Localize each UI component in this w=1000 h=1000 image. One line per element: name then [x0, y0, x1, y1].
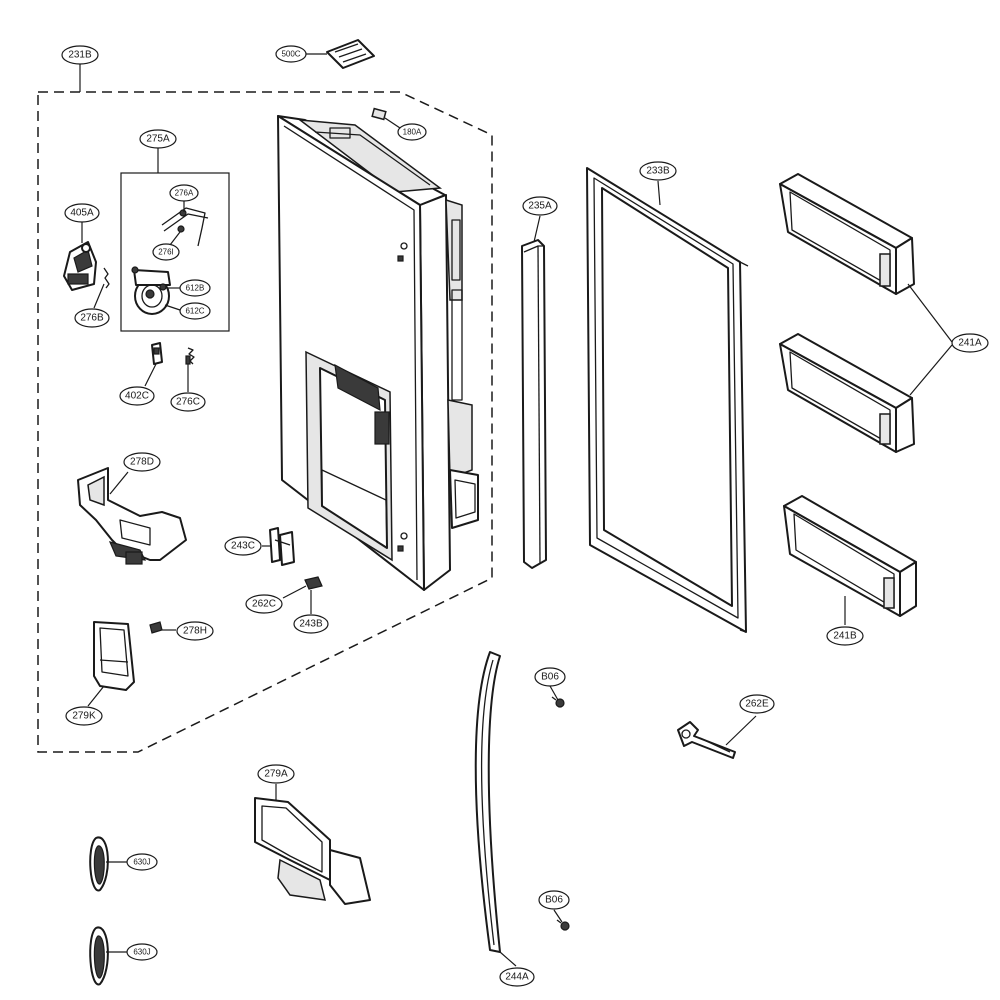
callout-label: 241B [833, 631, 857, 642]
callout-b06-lower: B06 [538, 890, 570, 910]
callout-label: 279K [72, 711, 96, 722]
door-bin-241a-middle [779, 333, 915, 453]
spring-276c [185, 347, 195, 365]
callout-241a: 241A [951, 333, 989, 353]
gear-cam-612 [131, 266, 171, 315]
grommet-630j-upper [89, 836, 109, 892]
callout-233b: 233B [639, 161, 677, 181]
screw-b06-lower [556, 919, 570, 931]
callout-label: 402C [125, 391, 149, 402]
small-clip-180a [371, 107, 387, 121]
clip-262c [304, 576, 323, 590]
callout-262c: 262C [245, 594, 283, 614]
chute-housing-278d [77, 467, 187, 565]
callout-label: 500C [281, 50, 300, 59]
callout-276i: 276I [152, 243, 180, 261]
callout-262e: 262E [739, 694, 775, 714]
door-bin-241b [783, 495, 917, 617]
spring-278h [149, 621, 163, 634]
bracket-243c [269, 527, 295, 566]
callout-label: 278H [183, 626, 207, 637]
actuator-405a [63, 241, 97, 291]
door-panel [277, 115, 479, 591]
callout-278h: 278H [176, 621, 214, 641]
wrench-tool-262e [677, 721, 736, 759]
callout-label: 276A [175, 189, 194, 198]
callout-label: 630J [133, 858, 150, 867]
cover-279k [93, 621, 135, 691]
screw-b06-upper [551, 696, 565, 708]
callout-label: 276C [176, 397, 200, 408]
door-bin-241a-top [779, 173, 915, 295]
callout-label: 278D [130, 457, 154, 468]
door-handle-244a [474, 651, 501, 953]
door-assembly-boundary [37, 91, 493, 753]
wire-spring-276a [161, 207, 209, 247]
callout-180a: 180A [397, 123, 427, 141]
callout-label: 243B [299, 619, 323, 630]
callout-241b: 241B [826, 626, 864, 646]
callout-630j-lower: 630J [126, 943, 158, 961]
callout-244a: 244A [499, 967, 535, 987]
gasket-strip-235a [521, 239, 547, 569]
callout-500c: 500C [275, 45, 307, 63]
callout-label: 243C [231, 541, 255, 552]
callout-label: 276I [158, 248, 174, 257]
leader-lines [79, 53, 953, 967]
callout-label: 233B [646, 166, 670, 177]
callout-276c: 276C [170, 392, 206, 412]
callout-label: 612C [185, 307, 204, 316]
callout-label: 231B [68, 50, 92, 61]
callout-label: 241A [958, 338, 982, 349]
callout-b06-upper: B06 [534, 667, 566, 687]
callout-label: 612B [186, 284, 205, 293]
door-gasket-233b [586, 167, 749, 633]
callout-label: B06 [541, 672, 559, 683]
callout-405a: 405A [64, 203, 100, 223]
callout-label: 180A [403, 128, 422, 137]
callout-276a: 276A [169, 184, 199, 202]
callout-label: 235A [528, 201, 552, 212]
callout-279k: 279K [65, 706, 103, 726]
callout-label: 279A [264, 769, 288, 780]
callout-label: 276B [80, 313, 104, 324]
callout-label: 405A [70, 208, 94, 219]
callout-275a: 275A [139, 129, 177, 149]
callout-231b: 231B [61, 45, 99, 65]
callout-243b: 243B [293, 614, 329, 634]
callout-612c: 612C [179, 302, 211, 320]
grommet-630j-lower [89, 926, 109, 986]
callout-label: 275A [146, 134, 170, 145]
callout-402c: 402C [119, 386, 155, 406]
callout-279a: 279A [257, 764, 295, 784]
callout-label: 244A [505, 972, 529, 983]
dispenser-cover-279a [254, 797, 371, 905]
callout-612b: 612B [179, 279, 211, 297]
spring-276b [103, 267, 110, 289]
callout-276b: 276B [74, 308, 110, 328]
callout-243c: 243C [224, 536, 262, 556]
callout-label: 630J [133, 948, 150, 957]
callout-278d: 278D [123, 452, 161, 472]
callout-label: 262E [745, 699, 769, 710]
callout-label: B06 [545, 895, 563, 906]
callout-235a: 235A [522, 196, 558, 216]
label-sticker-500c [326, 39, 375, 69]
bracket-402c [151, 342, 163, 365]
callout-label: 262C [252, 599, 276, 610]
sub-assembly-box-275a [120, 172, 230, 332]
callout-630j-upper: 630J [126, 853, 158, 871]
